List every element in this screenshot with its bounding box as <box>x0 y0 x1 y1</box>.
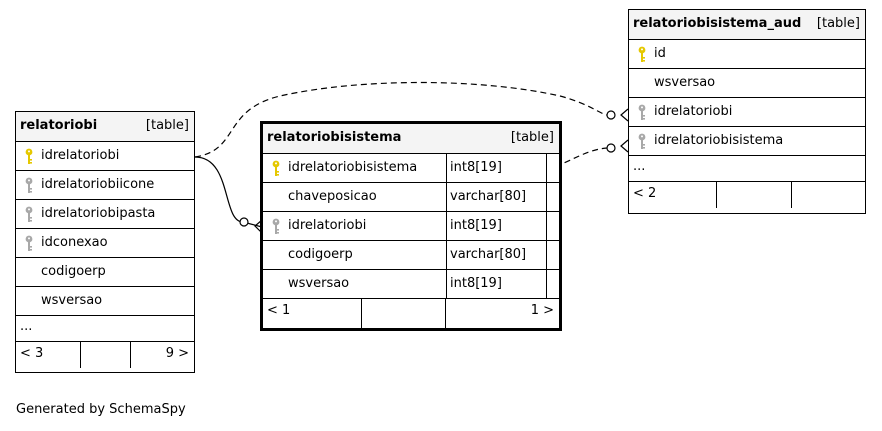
parents-count: < 1 <box>267 303 291 318</box>
footer-cell-middle <box>81 342 131 368</box>
link-crow-foot <box>620 139 629 153</box>
column-row[interactable]: idrelatoriobi <box>16 142 194 171</box>
column-name: wsversao <box>288 276 350 291</box>
footer-cell-left[interactable]: < 3 <box>16 342 81 368</box>
footer-cell-right[interactable]: 9 > <box>131 342 194 368</box>
more-columns: ... <box>16 316 194 342</box>
column-row[interactable]: id <box>629 40 865 69</box>
column-spacer <box>546 154 559 182</box>
column-name: idrelatoriobi <box>654 104 733 119</box>
column-name: idrelatoriobiicone <box>41 177 155 192</box>
link-relatoriobi-relatoriobisistema <box>194 156 263 228</box>
footer-cell-middle <box>362 299 446 328</box>
column-type: int8[19] <box>446 212 546 240</box>
foreign-key-icon <box>637 133 647 150</box>
column-row[interactable]: wsversao <box>16 287 194 316</box>
link-crow-foot <box>254 219 263 234</box>
footer-cell-left[interactable]: < 2 <box>629 182 717 208</box>
table-type: [table] <box>816 16 860 31</box>
column-list: idrelatoriobi idrelatoriobiicone idrelator… <box>16 142 194 316</box>
column-row[interactable]: idrelatoriobipasta <box>16 200 194 229</box>
primary-key-icon <box>637 46 647 63</box>
table-type: [table] <box>510 130 554 145</box>
column-row[interactable]: idconexao <box>16 229 194 258</box>
children-count: 1 > <box>530 303 554 318</box>
table-name: relatoriobi <box>20 118 98 133</box>
column-spacer <box>546 270 559 298</box>
table-footer: < 2 <box>629 182 865 208</box>
ellipsis: ... <box>20 319 33 334</box>
column-row[interactable]: idrelatoriobisistema int8[19] <box>263 154 559 183</box>
column-name: id <box>654 46 666 61</box>
column-type: int8[19] <box>446 270 546 298</box>
column-row[interactable]: wsversao int8[19] <box>263 270 559 299</box>
table-header: relatoriobisistema [table] <box>263 124 559 154</box>
table-name: relatoriobisistema_aud <box>633 16 802 31</box>
column-row[interactable]: idrelatoriobi <box>629 98 865 127</box>
link-relatoriobi-aud <box>194 81 608 158</box>
parents-count: < 3 <box>20 346 44 361</box>
footer-cell-right[interactable]: 1 > <box>446 299 559 328</box>
foreign-key-icon <box>271 218 281 235</box>
foreign-key-icon <box>24 177 34 194</box>
column-name: codigoerp <box>288 247 353 262</box>
column-row[interactable]: idrelatoriobiicone <box>16 171 194 200</box>
column-name: wsversao <box>41 293 103 308</box>
link-end-circle <box>606 143 616 153</box>
column-row[interactable]: codigoerp varchar[80] <box>263 241 559 270</box>
column-name: idrelatoriobi <box>41 148 120 163</box>
link-end-circle <box>606 110 616 120</box>
column-row[interactable]: idrelatoriobisistema <box>629 127 865 156</box>
parents-count: < 2 <box>633 186 657 201</box>
column-row[interactable]: chaveposicao varchar[80] <box>263 183 559 212</box>
column-name: wsversao <box>654 75 716 90</box>
table-relatoriobisistema-aud[interactable]: relatoriobisistema_aud [table] id wsversa… <box>628 9 866 214</box>
table-type: [table] <box>145 118 189 133</box>
link-relatoriobisistema-aud <box>545 147 608 171</box>
column-name: idrelatoriobipasta <box>41 206 156 221</box>
table-footer: < 1 1 > <box>263 299 559 328</box>
table-name: relatoriobisistema <box>267 130 402 145</box>
column-spacer <box>546 183 559 211</box>
primary-key-icon <box>24 148 34 165</box>
link-crow-foot <box>620 108 629 122</box>
column-spacer <box>546 212 559 240</box>
column-type: int8[19] <box>446 154 546 182</box>
column-list: id wsversao idrelatoriobi idrelatoriobisist… <box>629 40 865 156</box>
column-type: varchar[80] <box>446 241 546 269</box>
column-name: idrelatoriobi <box>288 218 367 233</box>
column-name: idrelatoriobisistema <box>654 133 784 148</box>
table-footer: < 3 9 > <box>16 342 194 368</box>
column-row[interactable]: wsversao <box>629 69 865 98</box>
column-row[interactable]: codigoerp <box>16 258 194 287</box>
column-name: idconexao <box>41 235 108 250</box>
table-relatoriobisistema[interactable]: relatoriobisistema [table] idrelatoriobi… <box>260 121 562 331</box>
table-header: relatoriobisistema_aud [table] <box>629 10 865 40</box>
foreign-key-icon <box>24 206 34 223</box>
foreign-key-icon <box>637 104 647 121</box>
primary-key-icon <box>271 160 281 177</box>
table-header: relatoriobi [table] <box>16 112 194 142</box>
children-count: 9 > <box>165 346 189 361</box>
column-name: chaveposicao <box>288 189 377 204</box>
footer-cell-left[interactable]: < 1 <box>263 299 362 328</box>
footer-cell-middle <box>717 182 792 208</box>
column-row[interactable]: idrelatoriobi int8[19] <box>263 212 559 241</box>
footer-cell-right <box>792 182 865 208</box>
column-name: codigoerp <box>41 264 106 279</box>
ellipsis: ... <box>633 159 646 174</box>
foreign-key-icon <box>24 235 34 252</box>
link-end-circle <box>239 217 249 227</box>
more-columns: ... <box>629 156 865 182</box>
column-name: idrelatoriobisistema <box>288 160 418 175</box>
generated-by-note: Generated by SchemaSpy <box>16 402 186 417</box>
column-spacer <box>546 241 559 269</box>
column-type: varchar[80] <box>446 183 546 211</box>
